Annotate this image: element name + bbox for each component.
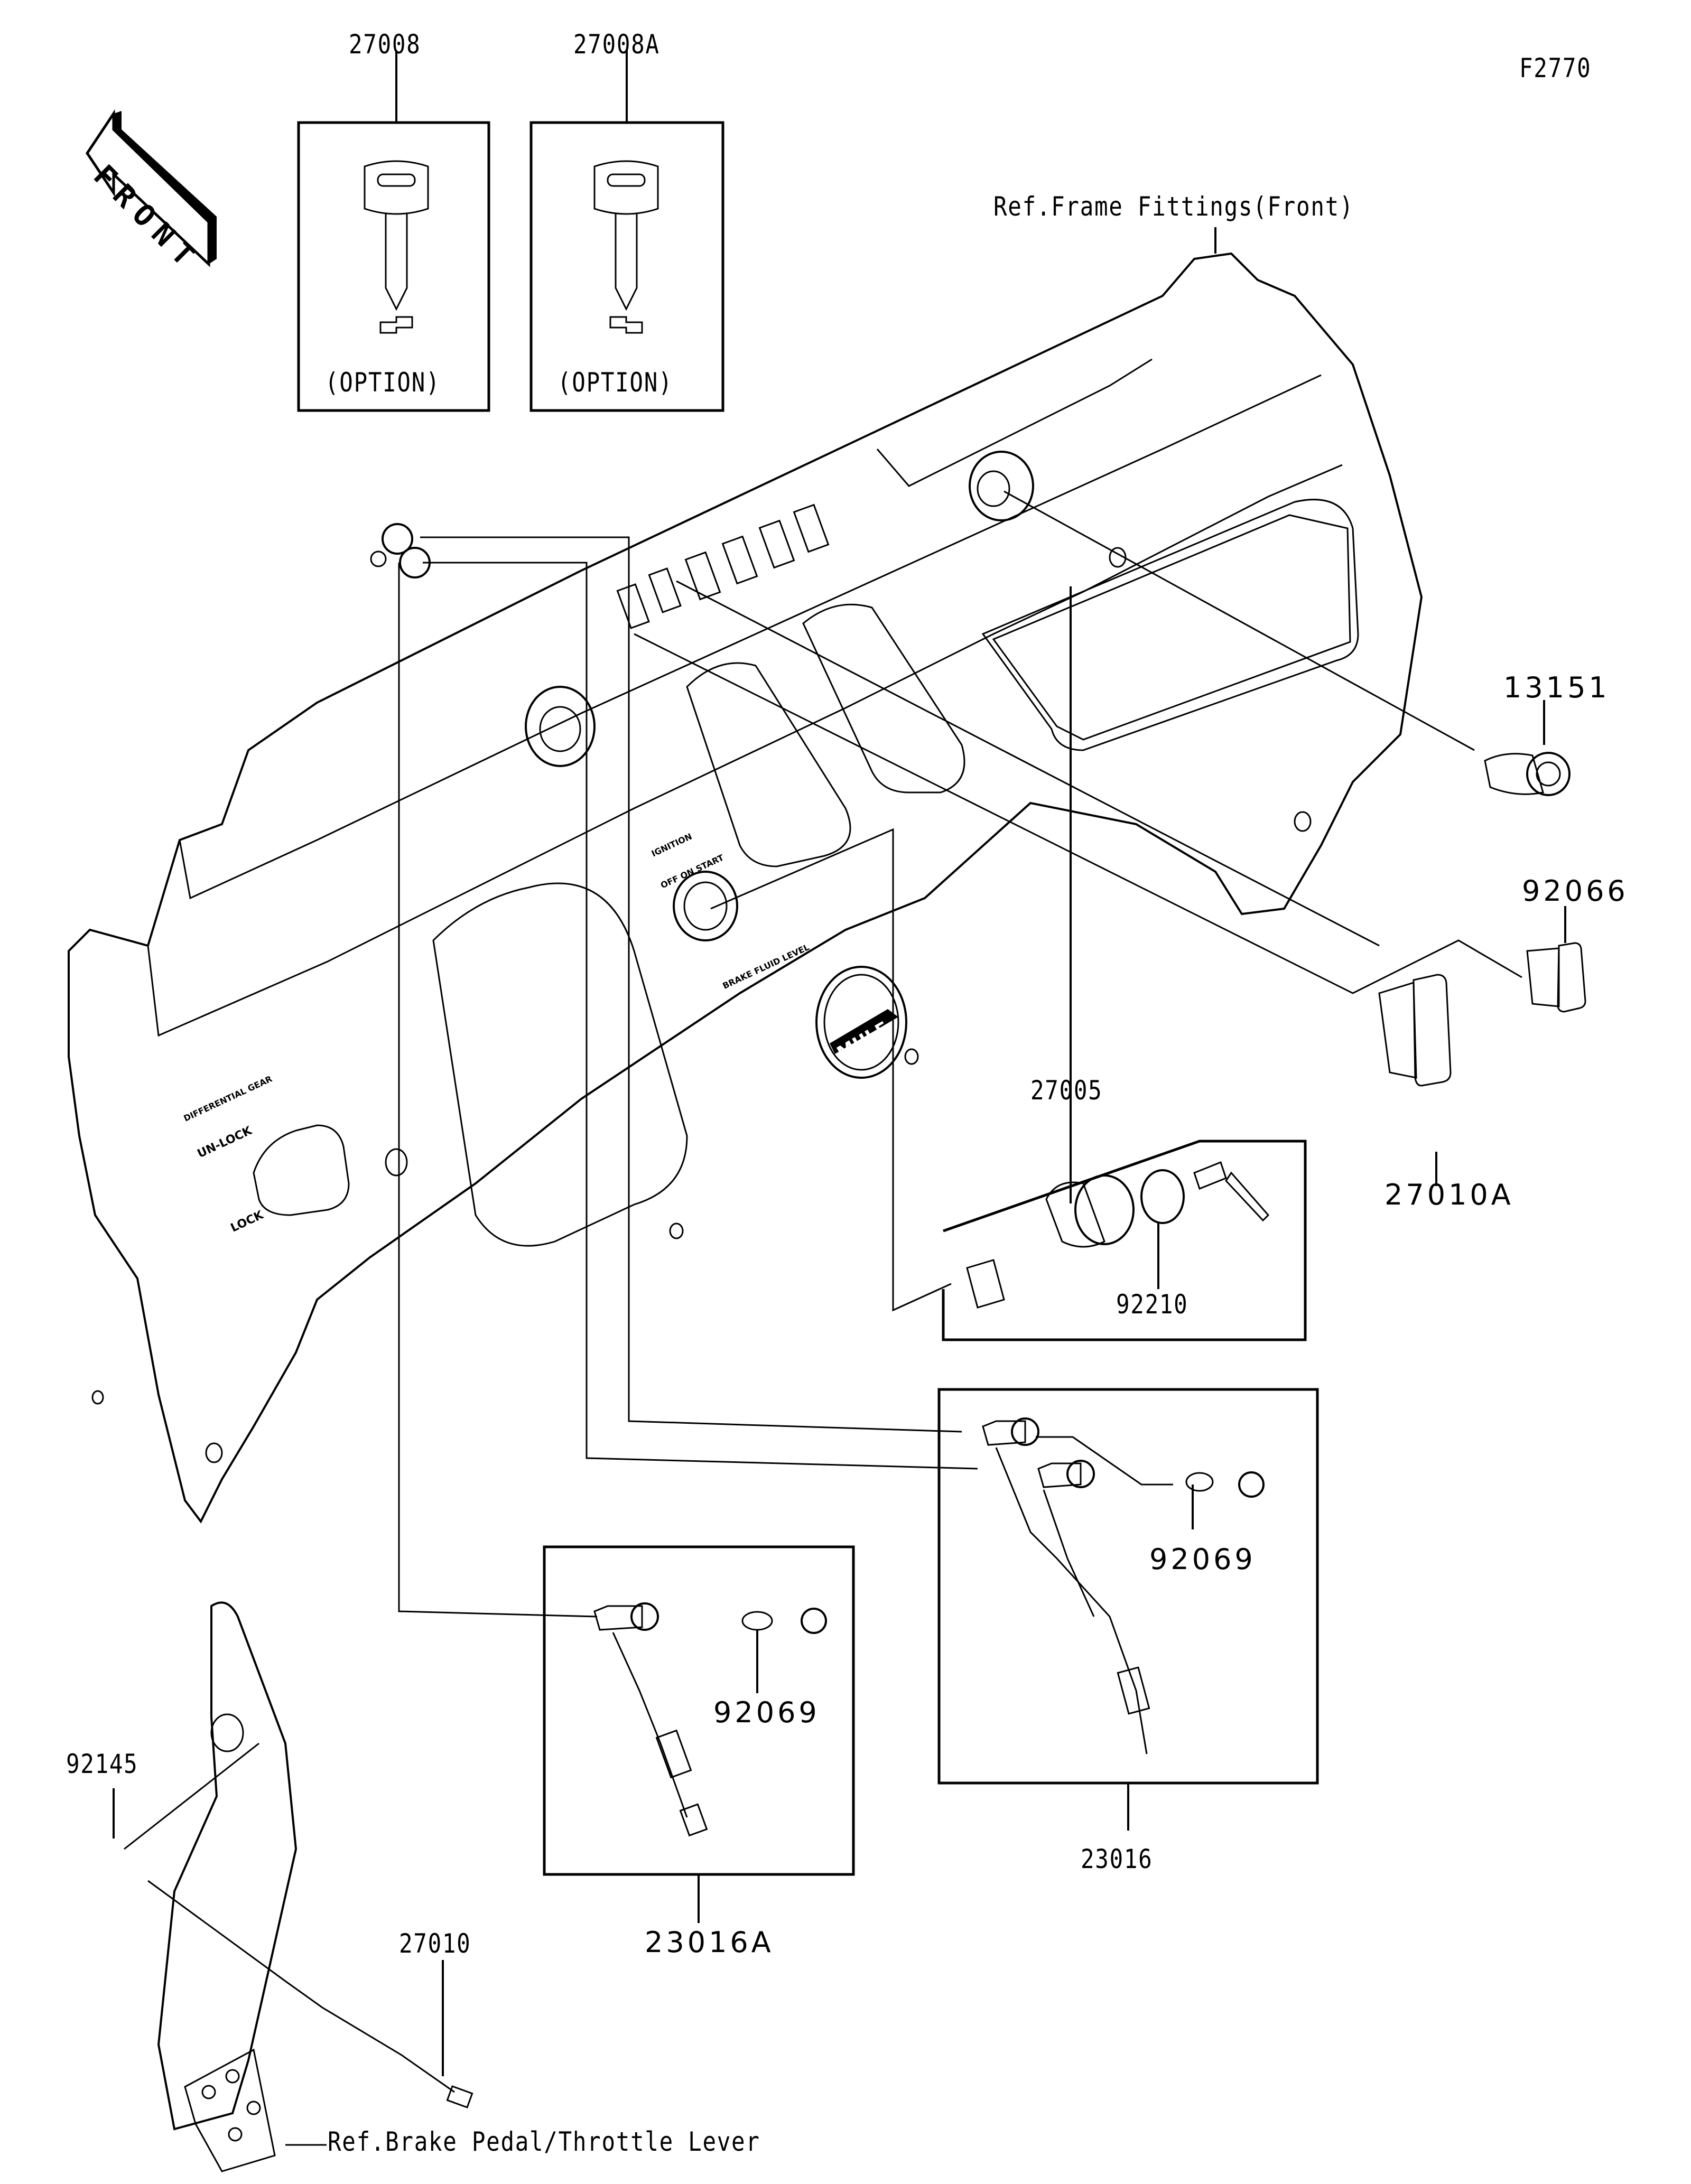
figure-id: F2770 <box>1519 53 1592 83</box>
key-27008A-box <box>529 50 724 412</box>
part-label-92210[interactable]: 92210 <box>1116 1289 1188 1320</box>
mule-badge <box>815 966 907 1079</box>
ignition-keyhole <box>673 871 738 941</box>
part-label-92066[interactable]: 92066 <box>1522 874 1629 908</box>
leader-lines <box>398 490 1522 1618</box>
harness-23016-box <box>937 1388 1319 1831</box>
part-label-13151[interactable]: 13151 <box>1503 671 1610 704</box>
brake-pedal <box>113 1601 473 2172</box>
rocker-switch-27010A <box>1378 974 1452 1186</box>
part-label-27008A[interactable]: 27008A <box>573 29 660 60</box>
switch-blank-92066 <box>1526 906 1586 1013</box>
part-label-92069-b[interactable]: 92069 <box>713 1696 820 1729</box>
part-label-92069-a[interactable]: 92069 <box>1149 1543 1256 1576</box>
ref-brake-pedal-label[interactable]: Ref.Brake Pedal/Throttle Lever <box>328 2126 760 2157</box>
part-label-23016[interactable]: 23016 <box>1081 1844 1153 1874</box>
dashboard-panel <box>68 252 1423 1524</box>
part-label-27010[interactable]: 27010 <box>399 1928 471 1959</box>
ignition-switch-27005-box <box>942 586 1307 1341</box>
part-label-27008[interactable]: 27008 <box>349 29 421 60</box>
part-label-27005[interactable]: 27005 <box>1030 1075 1103 1106</box>
option-note-27008A: (OPTION) <box>558 367 673 398</box>
part-label-27010A[interactable]: 27010A <box>1385 1178 1514 1211</box>
part-label-92145[interactable]: 92145 <box>66 1749 138 1779</box>
front-arrow-icon <box>85 109 217 267</box>
switch-slots <box>616 503 830 629</box>
harness-23016A-box <box>543 1545 855 1923</box>
option-note-27008: (OPTION) <box>325 367 441 398</box>
power-socket-13151 <box>1484 700 1571 796</box>
ref-frame-fittings-label[interactable]: Ref.Frame Fittings(Front) <box>993 191 1354 222</box>
part-label-23016A[interactable]: 23016A <box>645 1926 774 1959</box>
key-27008-box <box>297 50 490 412</box>
